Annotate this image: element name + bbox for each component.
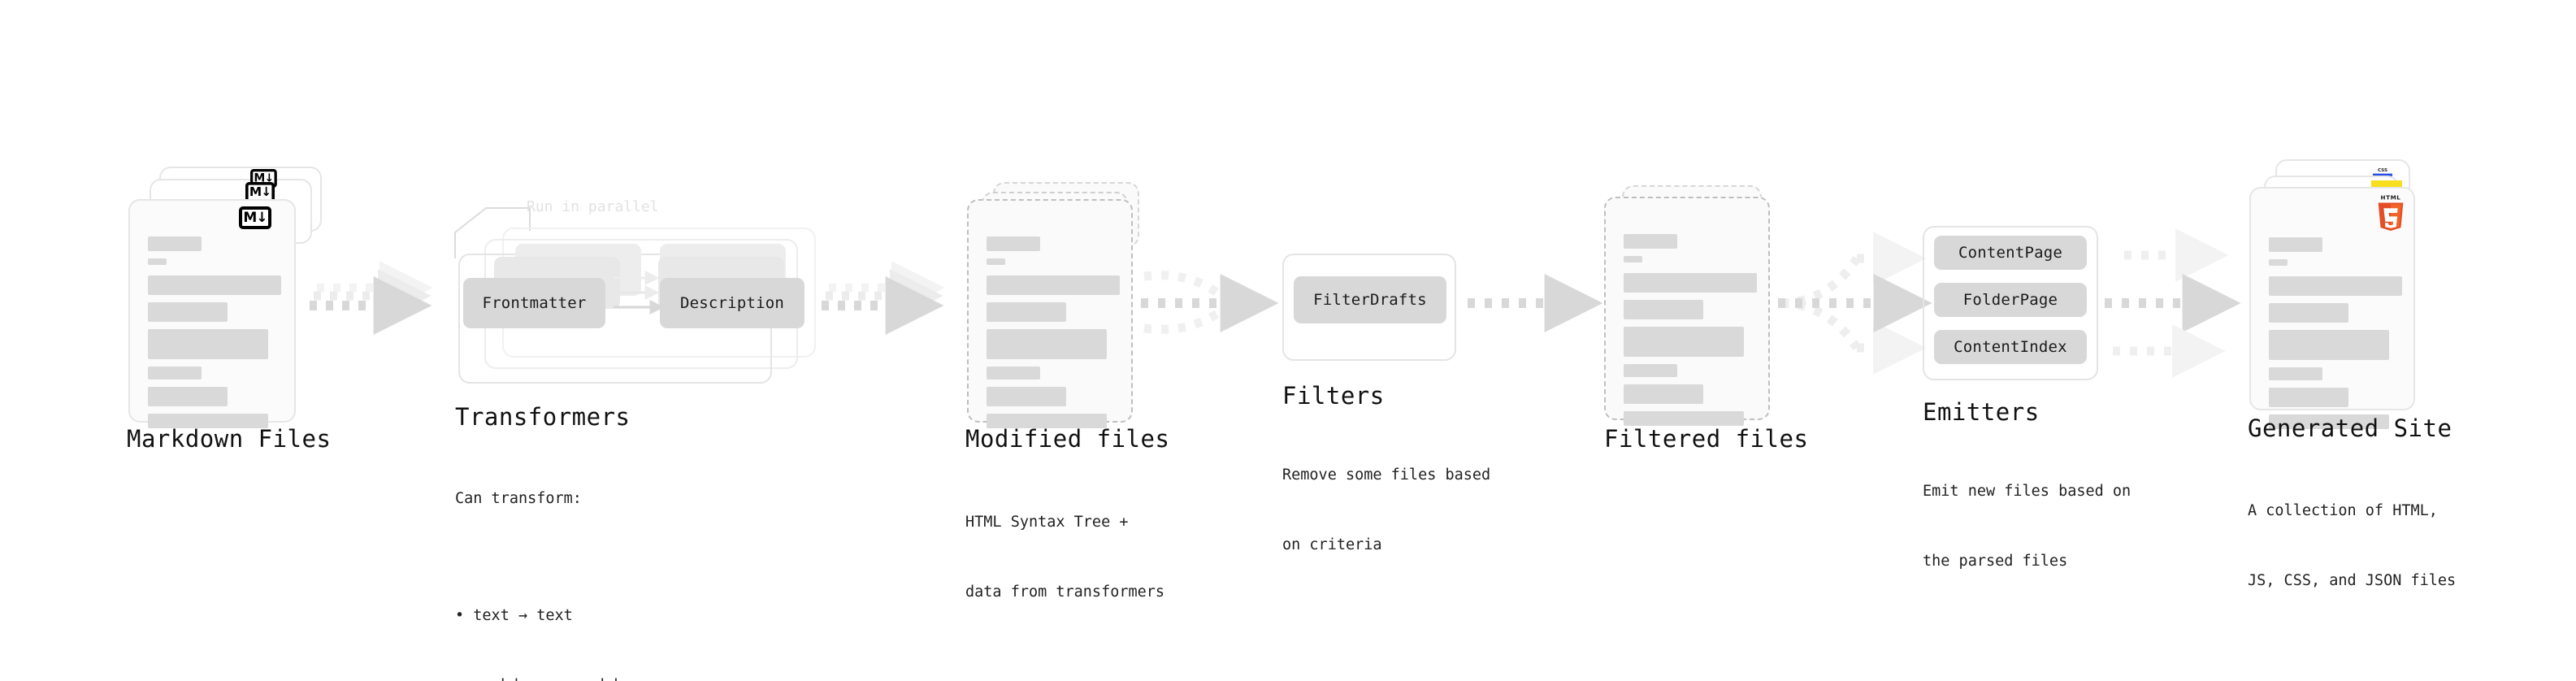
connector-modified-to-filters [1141,271,1279,334]
emitters-subtitle: Emit new files based on the parsed files [1923,434,2131,620]
markdown-files-title: Markdown Files [127,425,332,453]
emitter-chip-contentindex[interactable]: ContentIndex [1934,330,2087,364]
markdown-badge: M↓ [239,206,271,229]
skeleton-line [1624,273,1757,293]
transformers-title: Transformers [455,403,631,431]
skeleton-line [1624,411,1744,426]
filters-title: Filters [1282,382,1385,410]
emitter-chip-contentpage-label: ContentPage [1958,244,2063,262]
skeleton-line [148,236,202,251]
transformer-chip-frontmatter[interactable]: Frontmatter [463,278,605,328]
modified-files-subtitle: HTML Syntax Tree + data from transformer… [965,465,1164,651]
filter-chip-filterdrafts[interactable]: FilterDrafts [1294,276,1446,323]
emitters-title: Emitters [1923,398,2040,426]
filtered-card-front [1604,197,1770,426]
markdown-badge-back1-arrow: ↓ [261,184,271,200]
emitters-box [1923,226,2098,380]
skeleton-line [1624,300,1703,319]
skeleton-line [987,302,1066,322]
modified-files-subtitle-line: data from transformers [965,583,1165,601]
skeleton-line [148,387,228,406]
markdown-card-front [128,199,296,428]
transformers-inner-arrows [614,271,665,314]
svg-text:CSS: CSS [2378,168,2387,173]
skeleton-line [987,275,1120,295]
markdown-badge-arrow: ↓ [256,209,267,226]
skeleton-line [148,302,228,322]
skeleton-line [1624,327,1744,357]
connector-markdown-to-transformers [310,261,433,335]
skeleton-line [987,387,1066,406]
generated-site-subtitle: A collection of HTML, JS, CSS, and JSON … [2248,453,2456,640]
emitter-chip-folderpage-label: FolderPage [1962,291,2058,309]
filters-box [1282,254,1456,361]
skeleton-line [1624,234,1677,249]
generated-card-front [2249,187,2415,429]
filters-subtitle-line: on criteria [1282,536,1382,554]
skeleton-line [987,329,1107,359]
modified-skeleton-lines [987,236,1120,436]
skeleton-line [148,329,268,359]
svg-text:HTML: HTML [2381,194,2401,202]
markdown-badge-text: M [243,209,257,226]
skeleton-line [1624,384,1703,404]
skeleton-line [2269,330,2389,360]
emitters-subtitle-line: Emit new files based on [1923,483,2131,501]
filters-subtitle: Remove some files based on criteria [1282,418,1490,604]
transformers-subtitle-heading: Can transform: [455,490,582,508]
connector-filtered-to-emitters [1778,232,1932,375]
filters-subtitle-line: Remove some files based [1282,466,1491,484]
run-in-parallel-bracket [454,207,531,258]
skeleton-line [148,367,202,380]
skeleton-line [2269,276,2402,296]
skeleton-line [2269,367,2322,380]
skeleton-line [2269,414,2389,429]
connector-emitters-to-site [2105,228,2241,378]
skeleton-line [1624,364,1677,377]
modified-files-subtitle-line: HTML Syntax Tree + [965,514,1129,531]
skeleton-line [2269,303,2348,323]
markdown-badge-back2-arrow: ↓ [264,171,274,185]
generated-site-title: Generated Site [2248,414,2452,442]
skeleton-line [148,258,167,265]
modified-files-title: Modified files [965,425,1170,453]
transformers-subtitle: Can transform: text → text markdown → ma… [455,441,645,681]
transformer-chip-frontmatter-label: Frontmatter [482,294,587,312]
run-in-parallel-label: Run in parallel [527,198,659,215]
filter-chip-filterdrafts-label: FilterDrafts [1313,291,1427,309]
skeleton-line [1624,256,1642,262]
css3-badge-icon: CSS [2373,168,2392,176]
emitter-chip-folderpage[interactable]: FolderPage [1934,283,2087,317]
html5-badge-icon: HTML [2378,194,2404,231]
skeleton-line [987,414,1107,428]
transformers-bullet-item: text → text [455,605,645,628]
skeleton-line [987,367,1040,380]
skeleton-line [148,414,268,428]
generated-skeleton-lines [2269,237,2402,436]
markdown-skeleton-lines [148,236,281,436]
emitters-subtitle-line: the parsed files [1923,553,2068,570]
markdown-badge-back2-text: M [254,171,265,185]
transformer-chip-description[interactable]: Description [660,278,804,328]
filtered-files-title: Filtered files [1604,425,1809,453]
emitter-chip-contentindex-label: ContentIndex [1954,338,2067,356]
transformers-bullet-list: text → text markdown → markdown html → h… [455,557,645,681]
skeleton-line [148,275,281,295]
skeleton-line [2269,237,2322,252]
emitter-chip-contentpage[interactable]: ContentPage [1934,236,2087,270]
transformer-chip-description-label: Description [679,294,785,312]
markdown-badge-back1-text: M [249,184,262,200]
modified-card-front [967,199,1133,428]
filtered-skeleton-lines [1624,234,1757,433]
transformers-bullet-item: markdown → markdown [455,674,645,681]
generated-site-subtitle-line: A collection of HTML, [2248,502,2438,520]
skeleton-line [2269,259,2288,266]
generated-site-subtitle-line: JS, CSS, and JSON files [2248,572,2457,590]
connector-transformers-to-modified [822,261,945,335]
skeleton-line [987,258,1005,265]
skeleton-line [987,236,1040,251]
skeleton-line [2269,388,2348,407]
